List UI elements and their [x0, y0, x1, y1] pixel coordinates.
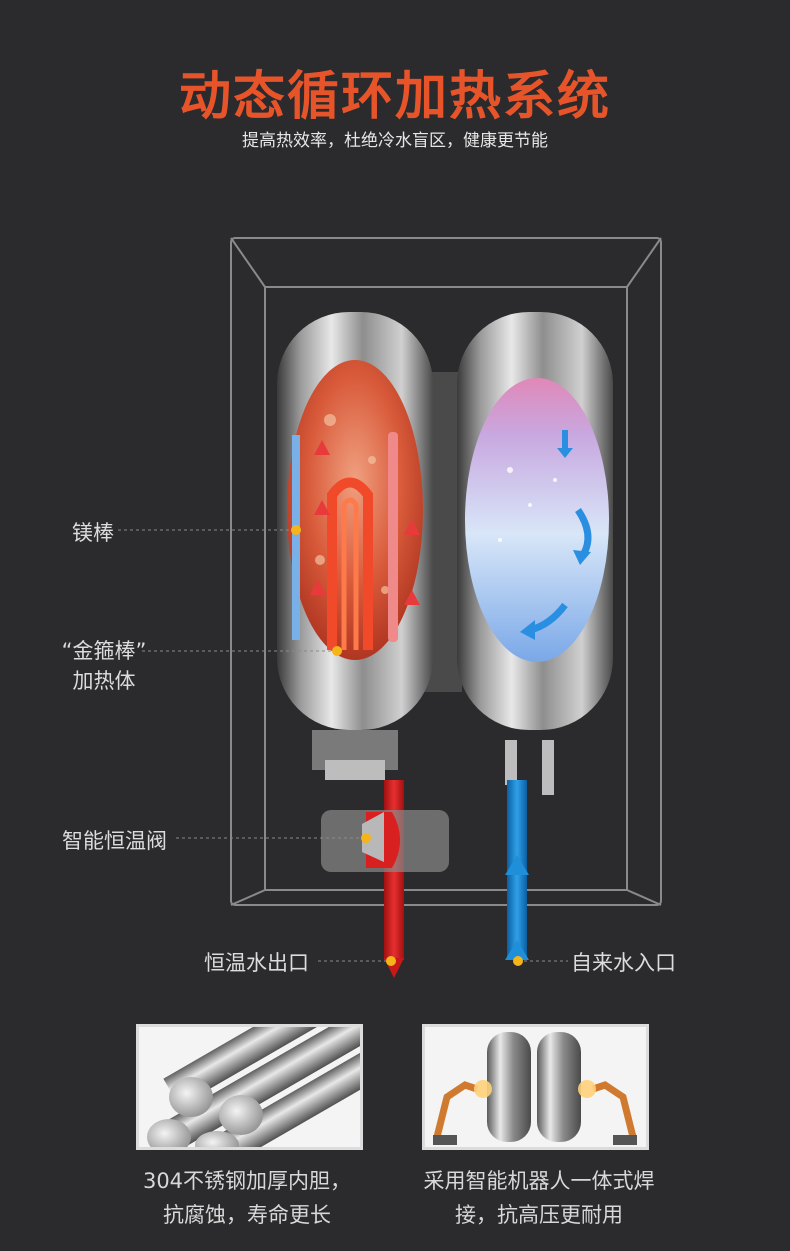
housing-frame [230, 237, 662, 906]
cold-inlet-label: 自来水入口 [571, 951, 676, 975]
magnesium-rod-label: 镁棒 [72, 521, 114, 545]
heating-system-diagram [118, 237, 662, 978]
heater-marker [332, 646, 342, 656]
hot-tank [277, 312, 433, 780]
robot-welding-image [422, 1024, 649, 1150]
feature-caption-line2: 抗腐蚀，寿命更长 [163, 1203, 331, 1227]
page-title: 动态循环加热系统 [178, 67, 611, 127]
feature-caption-line1: 采用智能机器人一体式焊 [423, 1169, 655, 1193]
cold-tank [457, 312, 613, 795]
valve-label: 智能恒温阀 [62, 829, 167, 853]
feature-caption-steel: 304不锈钢加厚内胆， 抗腐蚀，寿命更长 [97, 1164, 397, 1232]
page-subtitle: 提高热效率，杜绝冷水盲区，健康更节能 [242, 131, 548, 151]
cold-inlet-marker [513, 956, 523, 966]
heater-label-line2: 加热体 [72, 669, 136, 693]
feature-caption-line1: 304不锈钢加厚内胆， [142, 1169, 352, 1193]
steel-rods-image [136, 1024, 363, 1150]
valve-marker [361, 833, 371, 843]
heater-label: “金箍棒” 加热体 [48, 636, 160, 696]
heater-label-line1: “金箍棒” [61, 639, 147, 663]
feature-caption-welding: 采用智能机器人一体式焊 接，抗高压更耐用 [389, 1164, 689, 1232]
magnesium-rod-marker [291, 525, 301, 535]
feature-caption-line2: 接，抗高压更耐用 [455, 1203, 623, 1227]
hot-outlet-marker [386, 956, 396, 966]
hot-outlet-label: 恒温水出口 [204, 951, 309, 975]
thermostatic-valve [321, 810, 449, 872]
